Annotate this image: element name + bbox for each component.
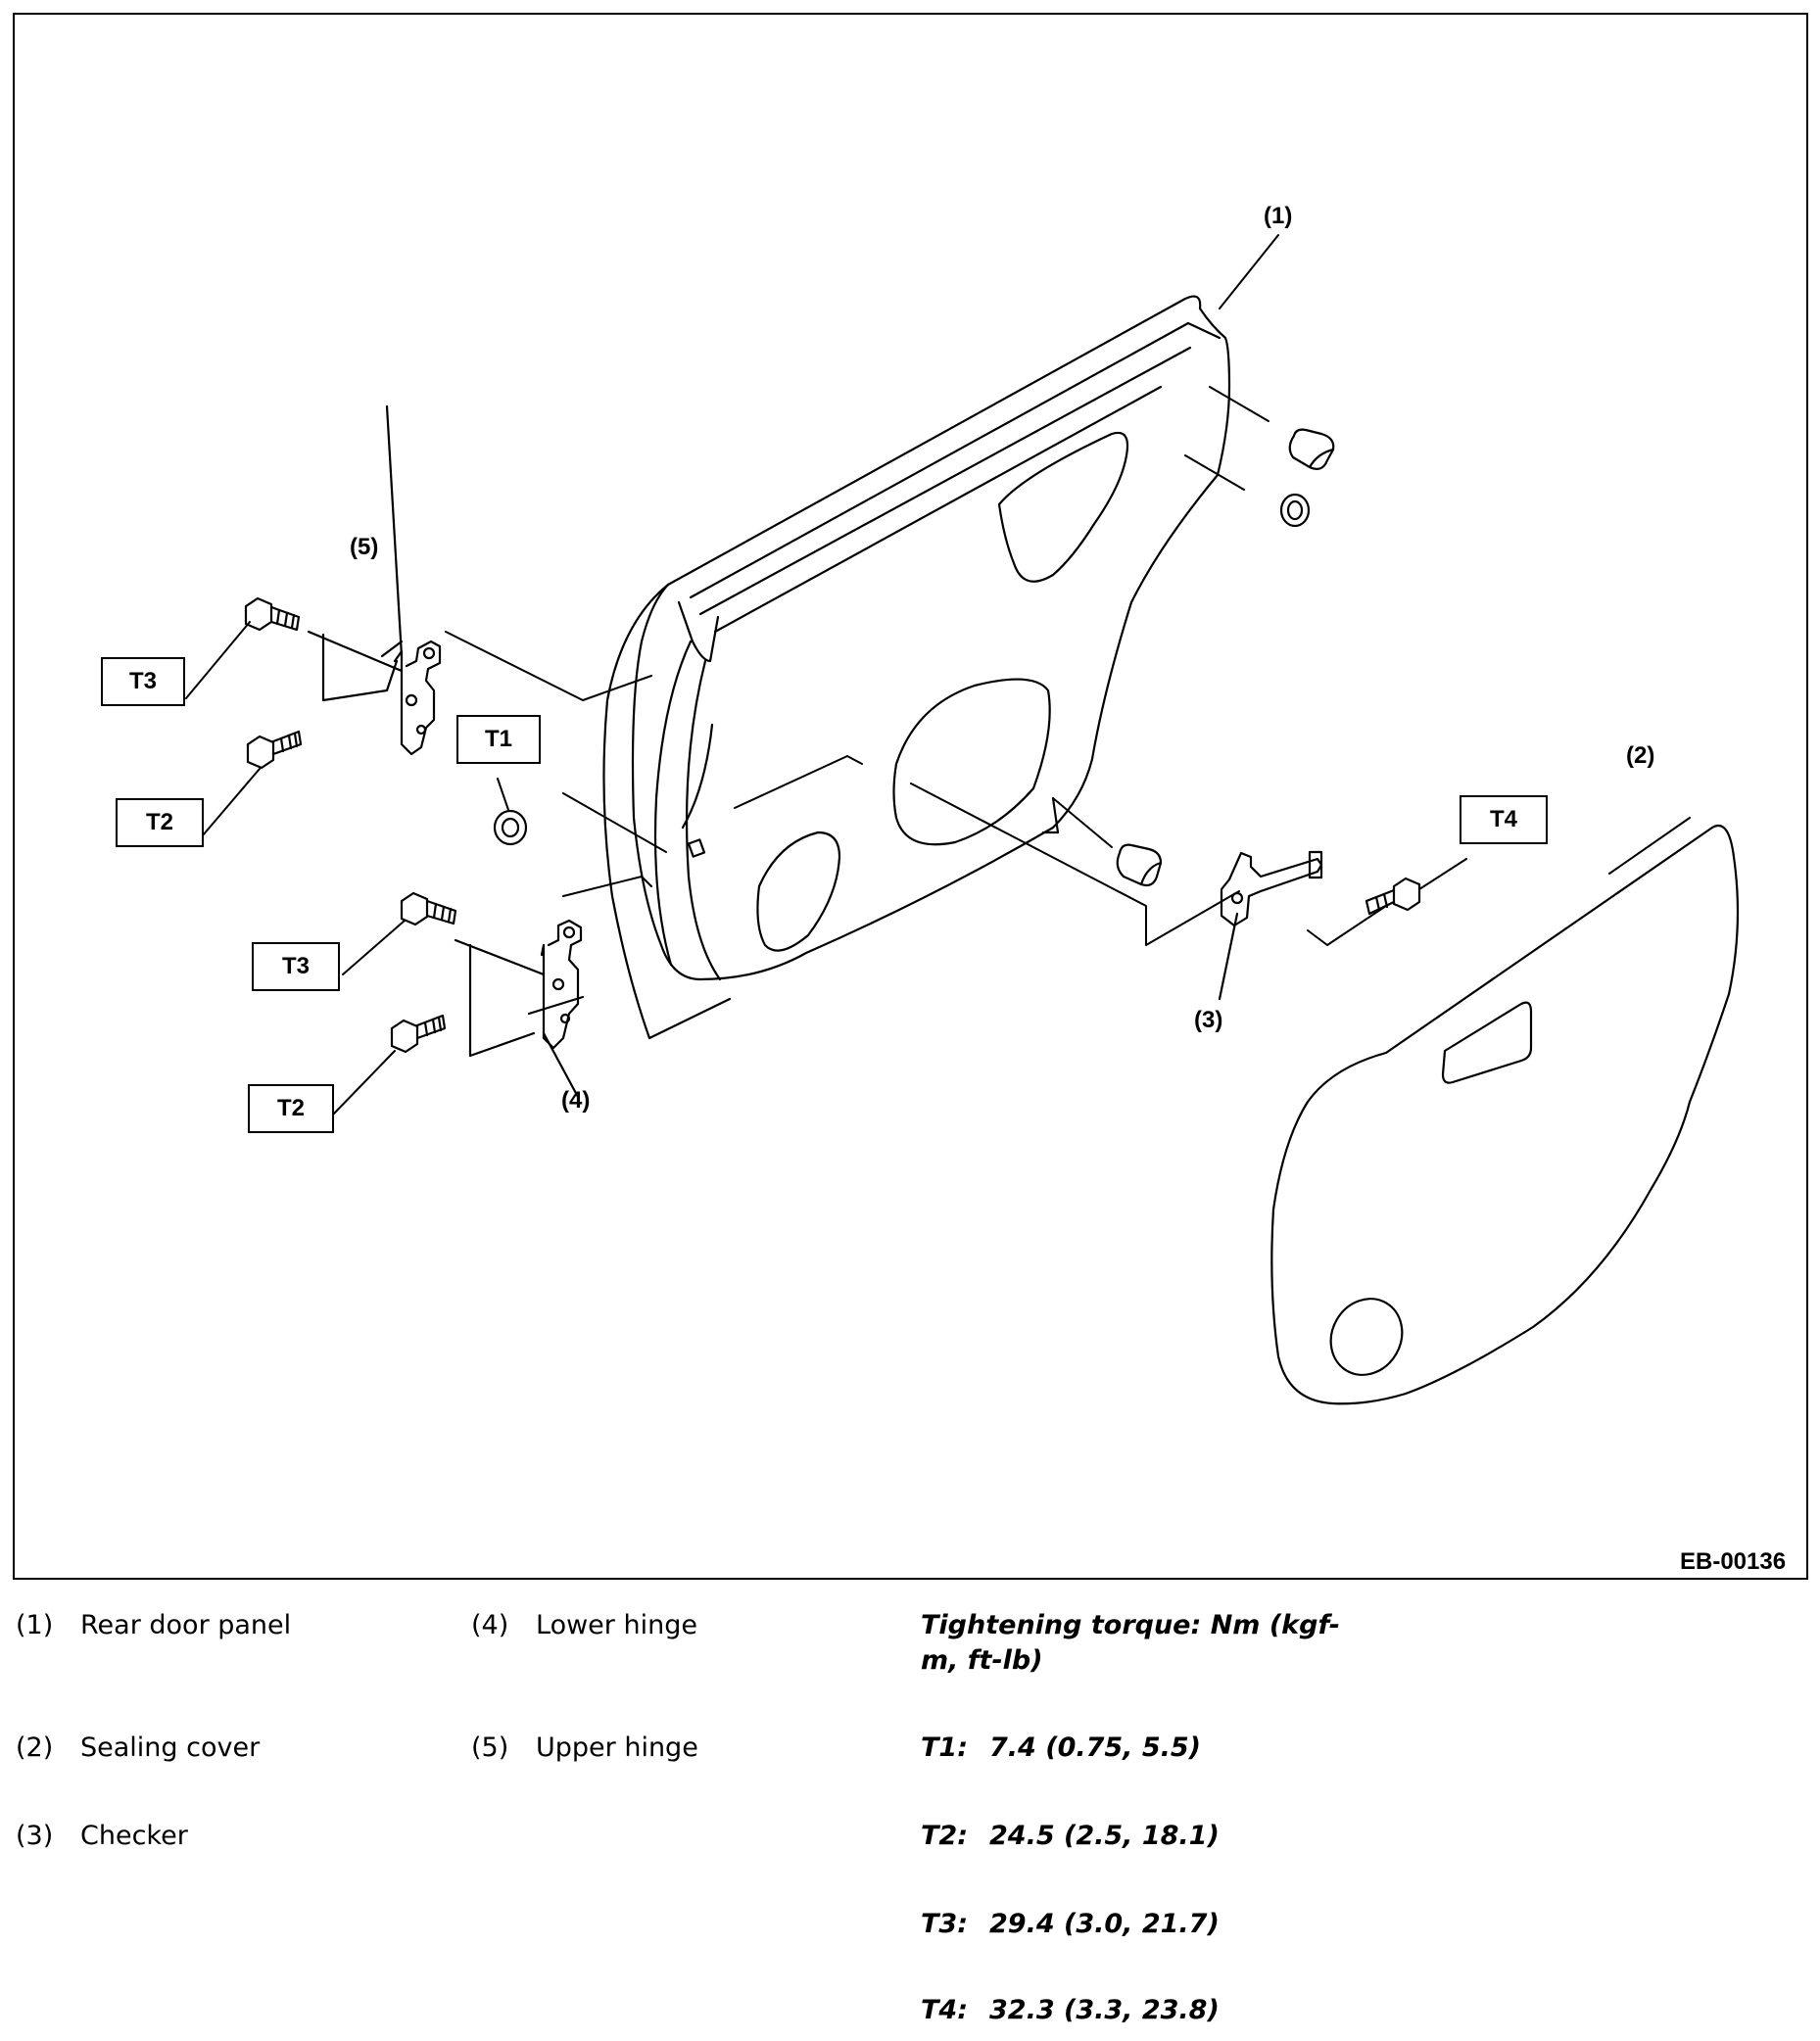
diagram-drawing <box>185 234 1740 1405</box>
torque-value: 7.4 (0.75, 5.5) <box>989 1732 1202 1763</box>
torque-row-t4: T4: 32.3 (3.3, 23.8) <box>921 1995 1220 2025</box>
legend-label: Rear door panel <box>80 1610 292 1640</box>
callout-2: (2) <box>1626 742 1655 769</box>
torque-tag-t3-upper: T3 <box>101 657 185 706</box>
torque-tag-t3-lower: T3 <box>252 942 340 991</box>
torque-row-t3: T3: 29.4 (3.0, 21.7) <box>921 1909 1220 1939</box>
hinge-bolts <box>244 596 1421 1054</box>
callout-5: (5) <box>350 534 379 560</box>
sealing-cover <box>1270 825 1740 1405</box>
legend-item-4: (4) Lower hinge <box>471 1610 697 1640</box>
upper-hinge <box>307 404 442 756</box>
exploded-diagram: T3 T2 T1 T3 T2 T4 (1) (2) (3) (4) (5) EB… <box>13 13 1808 1580</box>
callout-1: (1) <box>1264 203 1293 229</box>
torque-row-t2: T2: 24.5 (2.5, 18.1) <box>921 1821 1220 1851</box>
legend-num: (4) <box>471 1610 509 1640</box>
legend-label: Upper hinge <box>536 1732 698 1763</box>
torque-title-line2: m, ft-lb) <box>921 1645 1043 1676</box>
torque-tag: T3: <box>921 1909 969 1939</box>
torque-value: 29.4 (3.0, 21.7) <box>989 1909 1220 1939</box>
torque-tag: T4: <box>921 1995 969 2025</box>
legend-num: (1) <box>16 1610 54 1640</box>
rear-door-panel <box>602 295 1231 1040</box>
legend-num: (3) <box>16 1821 54 1851</box>
torque-tag: T1: <box>921 1732 969 1763</box>
callout-3: (3) <box>1194 1007 1223 1033</box>
torque-row-t1: T1: 7.4 (0.75, 5.5) <box>921 1732 1201 1763</box>
legend-num: (2) <box>16 1732 54 1763</box>
checker <box>1218 850 1323 1001</box>
callout-4: (4) <box>561 1087 591 1114</box>
figure-id: EB-00136 <box>1680 1548 1787 1575</box>
torque-tag-t1: T1 <box>456 715 541 764</box>
legend-item-3: (3) Checker <box>16 1821 188 1851</box>
torque-tag-t2-upper: T2 <box>116 798 204 847</box>
legend-num: (5) <box>471 1732 509 1763</box>
torque-value: 32.3 (3.3, 23.8) <box>989 1995 1220 2025</box>
legend-item-5: (5) Upper hinge <box>471 1732 698 1763</box>
legend-label: Checker <box>80 1821 188 1851</box>
legend-item-2: (2) Sealing cover <box>16 1732 260 1763</box>
torque-value: 24.5 (2.5, 18.1) <box>989 1821 1220 1851</box>
panel-clips <box>493 428 1335 887</box>
torque-tag-t2-lower: T2 <box>248 1084 334 1133</box>
torque-tag: T2: <box>921 1821 969 1851</box>
legend-item-1: (1) Rear door panel <box>16 1610 291 1640</box>
torque-tag-t4: T4 <box>1460 795 1548 844</box>
legend-label: Sealing cover <box>80 1732 261 1763</box>
torque-leaders <box>185 621 1467 1115</box>
torque-title-line1: Tightening torque: Nm (kgf- <box>921 1610 1340 1640</box>
assembly-lines <box>445 234 1691 946</box>
lower-hinge <box>454 919 585 1099</box>
legend-label: Lower hinge <box>536 1610 697 1640</box>
